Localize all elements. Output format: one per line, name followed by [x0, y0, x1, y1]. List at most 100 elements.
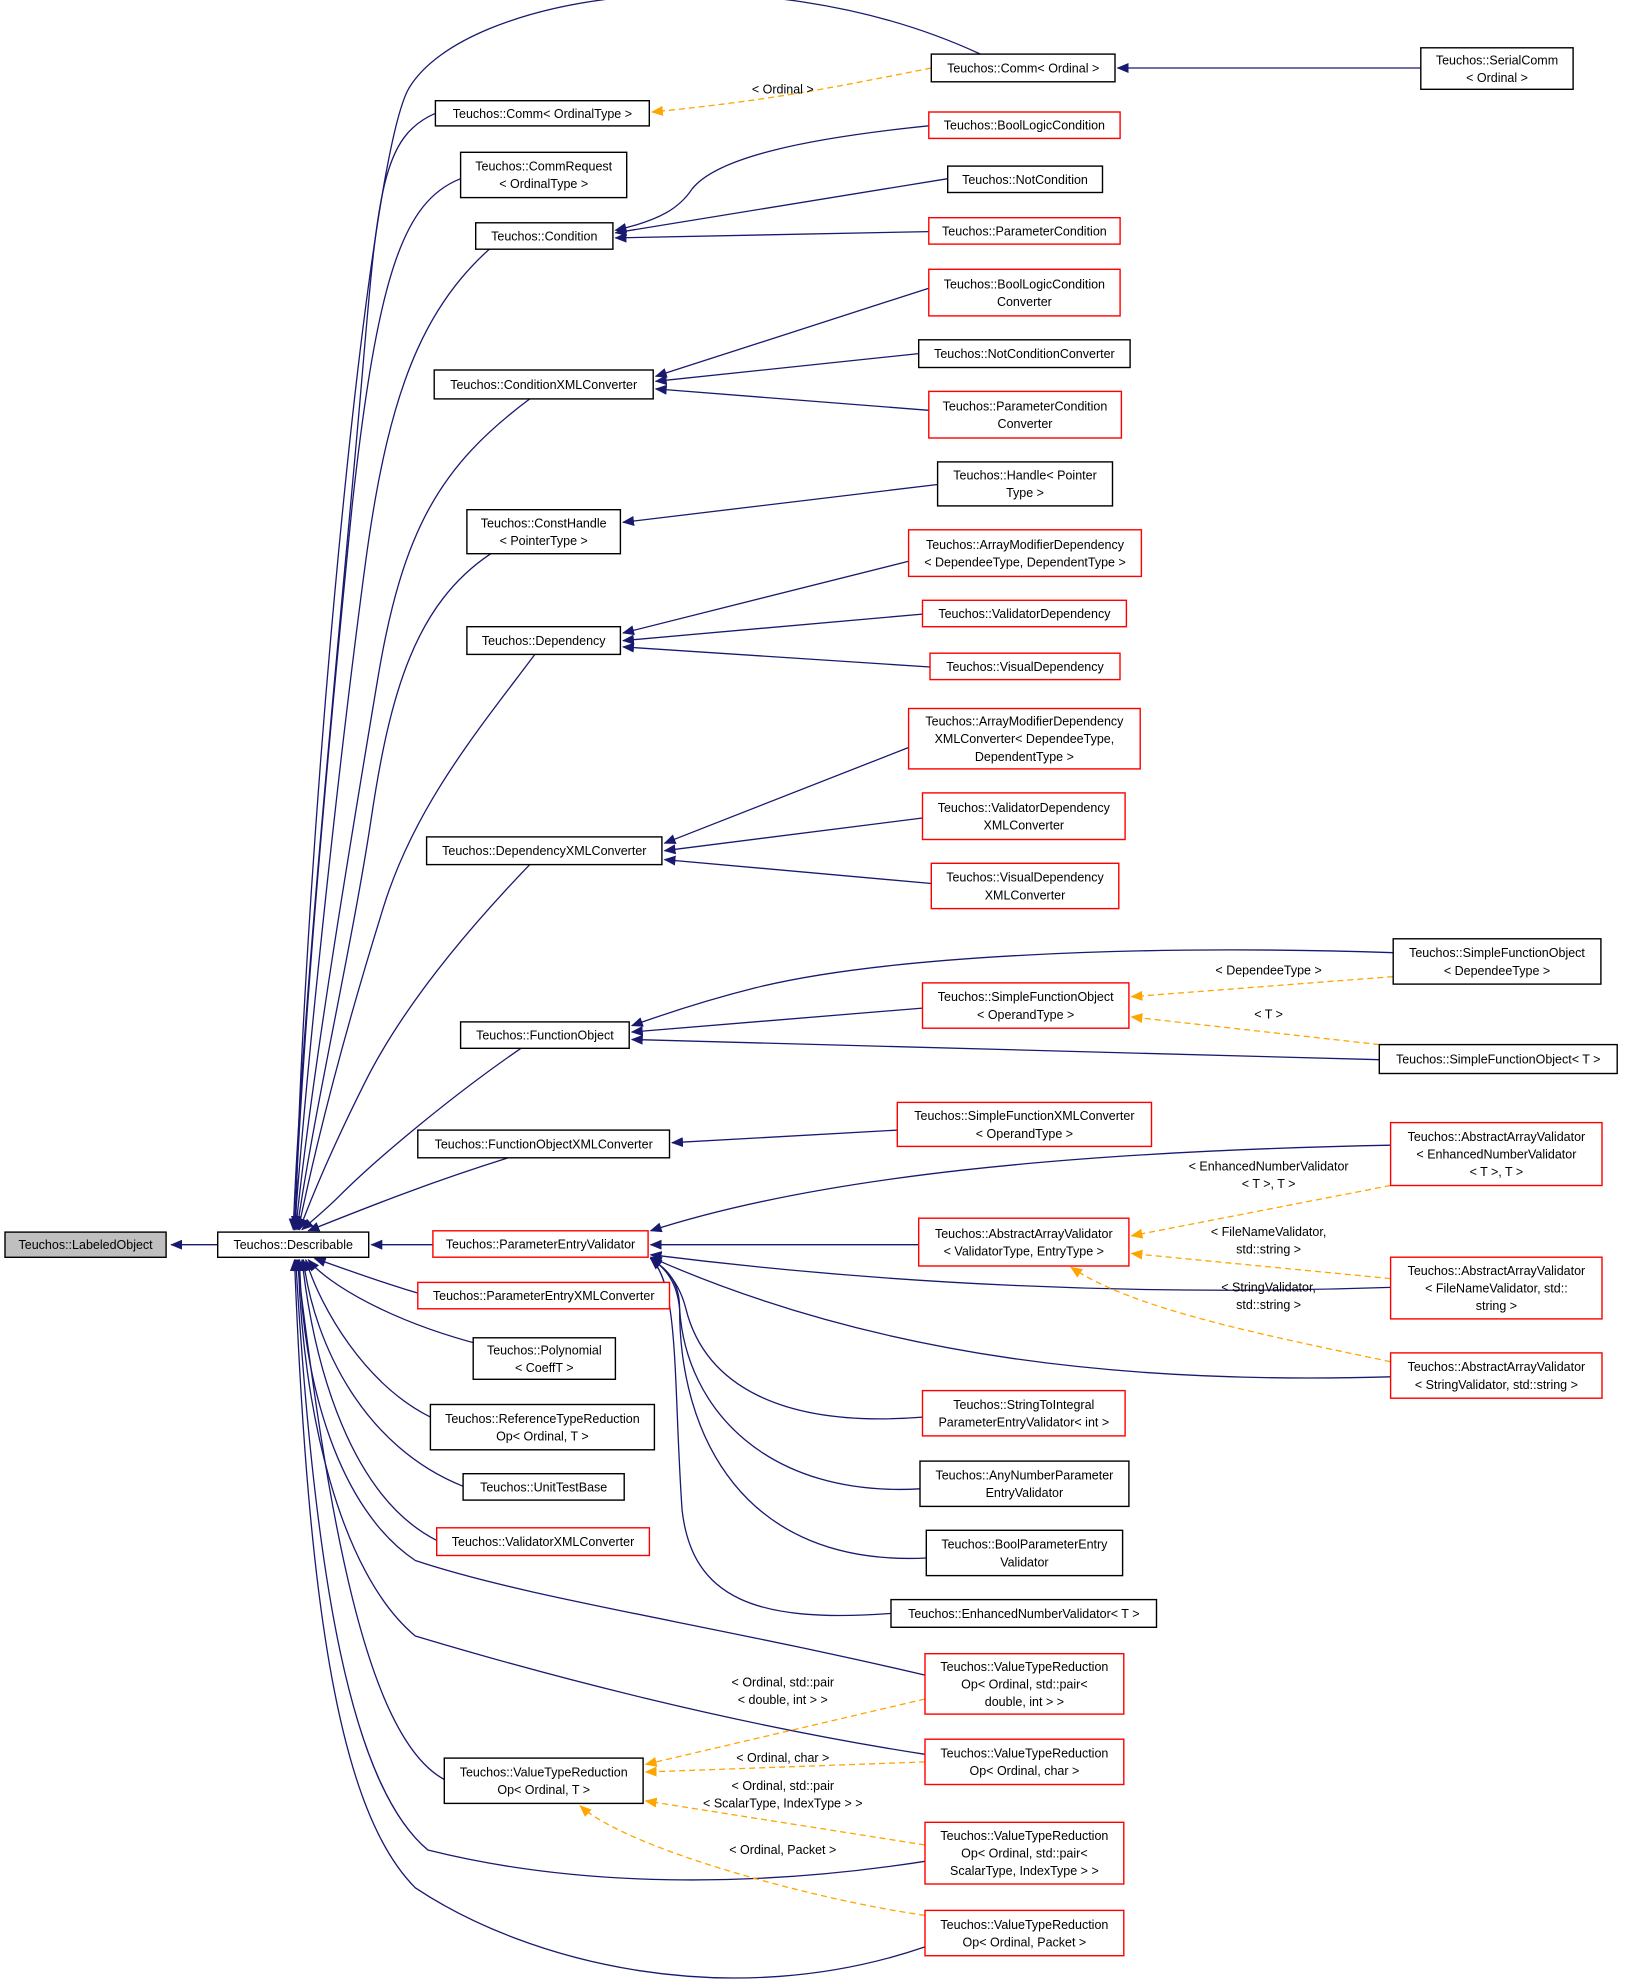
- class-node-simplefunctionobject-dependee[interactable]: Teuchos::SimpleFunctionObject< DependeeT…: [1392, 938, 1602, 985]
- class-node-label: Teuchos::SimpleFunctionXMLConverter: [914, 1109, 1134, 1123]
- inheritance-edge-6: [291, 398, 531, 1231]
- inheritance-edge-9: [298, 864, 531, 1231]
- class-node-label: Teuchos::FunctionObject: [476, 1029, 614, 1043]
- edge-label-aav-filename: std::string >: [1236, 1243, 1301, 1257]
- class-node-polynomial[interactable]: Teuchos::Polynomial< CoeffT >: [472, 1337, 617, 1381]
- class-node-label: Op< Ordinal, std::pair<: [961, 1677, 1087, 1691]
- inheritance-edge-7: [293, 553, 492, 1231]
- class-node-boollogiccondition[interactable]: Teuchos::BoolLogicCondition: [928, 111, 1121, 140]
- inheritance-edge-34: [663, 817, 923, 855]
- class-node-label: DependentType >: [975, 750, 1074, 764]
- class-node-label: < StringValidator, std::string >: [1415, 1378, 1578, 1392]
- inheritance-edge-35: [663, 855, 932, 885]
- class-node-label: < OrdinalType >: [499, 177, 588, 191]
- class-node-simplefunctionxmlconverter[interactable]: Teuchos::SimpleFunctionXMLConverter< Ope…: [896, 1101, 1153, 1148]
- class-node-comm-ordinal[interactable]: Teuchos::Comm< Ordinal >: [930, 53, 1116, 83]
- class-node-arraymodifierdependency[interactable]: Teuchos::ArrayModifierDependency< Depend…: [907, 529, 1143, 578]
- class-node-conditionxmlconverter[interactable]: Teuchos::ConditionXMLConverter: [433, 369, 654, 400]
- class-node-abstractarrayvalidator-enhanced[interactable]: Teuchos::AbstractArrayValidator< Enhance…: [1389, 1121, 1603, 1187]
- class-node-label: Teuchos::VisualDependency: [946, 660, 1104, 674]
- template-edge-54: [644, 1698, 926, 1767]
- class-node-describable[interactable]: Teuchos::Describable: [216, 1231, 370, 1258]
- class-node-abstractarrayvalidator-filename[interactable]: Teuchos::AbstractArrayValidator< FileNam…: [1389, 1256, 1603, 1320]
- class-node-box: [466, 509, 622, 555]
- class-node-notcondition[interactable]: Teuchos::NotCondition: [947, 165, 1104, 194]
- inheritance-edge-27: [654, 352, 919, 386]
- class-node-label: Teuchos::Comm< Ordinal >: [947, 62, 1099, 76]
- class-node-parameterentryvalidator[interactable]: Teuchos::ParameterEntryValidator: [432, 1230, 649, 1258]
- class-node-functionobjectxmlconverter[interactable]: Teuchos::FunctionObjectXMLConverter: [417, 1129, 671, 1159]
- class-node-parametercondition[interactable]: Teuchos::ParameterCondition: [928, 216, 1121, 245]
- class-node-condition[interactable]: Teuchos::Condition: [475, 222, 614, 250]
- inheritance-edge-24: [614, 178, 948, 236]
- class-node-dependencyxmlconverter[interactable]: Teuchos::DependencyXMLConverter: [425, 836, 663, 866]
- class-node-box: [1389, 1352, 1603, 1399]
- class-node-box: [921, 792, 1126, 841]
- class-node-box: [924, 1652, 1125, 1715]
- inheritance-edge-14: [307, 1259, 484, 1346]
- edge-label-vtr-pair-double-int: < double, int > >: [738, 1693, 828, 1707]
- class-node-arraymodifierdependencyxml[interactable]: Teuchos::ArrayModifierDependencyXMLConve…: [907, 707, 1141, 770]
- class-node-enhancednumbervalidator[interactable]: Teuchos::EnhancedNumberValidator< T >: [890, 1598, 1158, 1628]
- inheritance-edge-36: [630, 949, 1394, 1027]
- inheritance-edge-32: [622, 642, 931, 668]
- class-node-commrequest[interactable]: Teuchos::CommRequest< OrdinalType >: [459, 151, 628, 199]
- class-node-abstractarrayvalidator-string[interactable]: Teuchos::AbstractArrayValidator< StringV…: [1389, 1352, 1603, 1399]
- class-node-label: Teuchos::ParameterEntryValidator: [446, 1238, 635, 1252]
- class-node-comm-ordinaltype[interactable]: Teuchos::Comm< OrdinalType >: [434, 99, 650, 127]
- class-node-label: Teuchos::BoolParameterEntry: [941, 1538, 1108, 1552]
- edge-label-sfo-dependee: < DependeeType >: [1215, 963, 1321, 977]
- class-node-validatorxmlconverter[interactable]: Teuchos::ValidatorXMLConverter: [436, 1527, 651, 1557]
- class-node-serialcomm[interactable]: Teuchos::SerialComm< Ordinal >: [1420, 47, 1574, 90]
- class-node-unittestbase[interactable]: Teuchos::UnitTestBase: [462, 1472, 625, 1501]
- inheritance-edge-26: [654, 287, 929, 378]
- inheritance-edge-21: [291, 1258, 926, 1881]
- class-node-simplefunctionobject-operand[interactable]: Teuchos::SimpleFunctionObject< OperandTy…: [921, 982, 1130, 1029]
- class-node-validatordependency[interactable]: Teuchos::ValidatorDependency: [921, 599, 1128, 628]
- template-edge-50: [1130, 1013, 1380, 1046]
- class-node-label: Teuchos::ValueTypeReduction: [940, 1747, 1108, 1761]
- inheritance-edge-46: [649, 1257, 927, 1559]
- class-node-label: Teuchos::ValidatorDependency: [938, 607, 1111, 621]
- class-node-box: [466, 626, 622, 656]
- class-node-label: Teuchos::ArrayModifierDependency: [926, 538, 1125, 552]
- class-node-label: Teuchos::SimpleFunctionObject: [1409, 946, 1585, 960]
- class-node-handle[interactable]: Teuchos::Handle< PointerType >: [936, 461, 1114, 507]
- class-node-stringtointegral[interactable]: Teuchos::StringToIntegralParameterEntryV…: [921, 1389, 1126, 1437]
- template-edge-49: [1130, 975, 1394, 1001]
- class-node-label: ScalarType, IndexType > >: [950, 1864, 1099, 1878]
- class-node-visualdependency[interactable]: Teuchos::VisualDependency: [929, 652, 1121, 681]
- nodes-layer: Teuchos::LabeledObject Teuchos::Describab…: [4, 47, 1618, 1957]
- class-node-parameterentryxmlconverter[interactable]: Teuchos::ParameterEntryXMLConverter: [417, 1281, 671, 1310]
- class-node-simplefunctionobject-t[interactable]: Teuchos::SimpleFunctionObject< T >: [1378, 1043, 1618, 1075]
- class-node-label: Teuchos::LabeledObject: [19, 1238, 154, 1252]
- inheritance-edge-10: [301, 1047, 522, 1231]
- class-node-box: [459, 1021, 630, 1050]
- class-node-label: XMLConverter< DependeeType,: [935, 732, 1115, 746]
- inheritance-edge-20: [293, 1258, 445, 1781]
- class-node-anynumberparameter[interactable]: Teuchos::AnyNumberParameterEntryValidato…: [919, 1460, 1130, 1508]
- class-node-label: Teuchos::EnhancedNumberValidator< T >: [908, 1607, 1139, 1621]
- class-node-notconditionconverter[interactable]: Teuchos::NotConditionConverter: [918, 339, 1131, 369]
- class-node-consthandle[interactable]: Teuchos::ConstHandle< PointerType >: [466, 509, 622, 555]
- class-node-label: < Ordinal >: [1466, 71, 1528, 85]
- class-node-label: Teuchos::Handle< Pointer: [953, 469, 1097, 483]
- class-node-label: Op< Ordinal, T >: [496, 1429, 589, 1443]
- class-node-functionobject[interactable]: Teuchos::FunctionObject: [459, 1021, 630, 1050]
- edges-layer: [170, 0, 1421, 1979]
- class-node-label: Teuchos::BoolLogicCondition: [944, 277, 1105, 291]
- class-node-dependency[interactable]: Teuchos::Dependency: [466, 626, 622, 656]
- class-node-abstractarrayvalidator[interactable]: Teuchos::AbstractArrayValidator< Validat…: [918, 1217, 1130, 1267]
- class-node-label: Teuchos::ValueTypeReduction: [940, 1660, 1108, 1674]
